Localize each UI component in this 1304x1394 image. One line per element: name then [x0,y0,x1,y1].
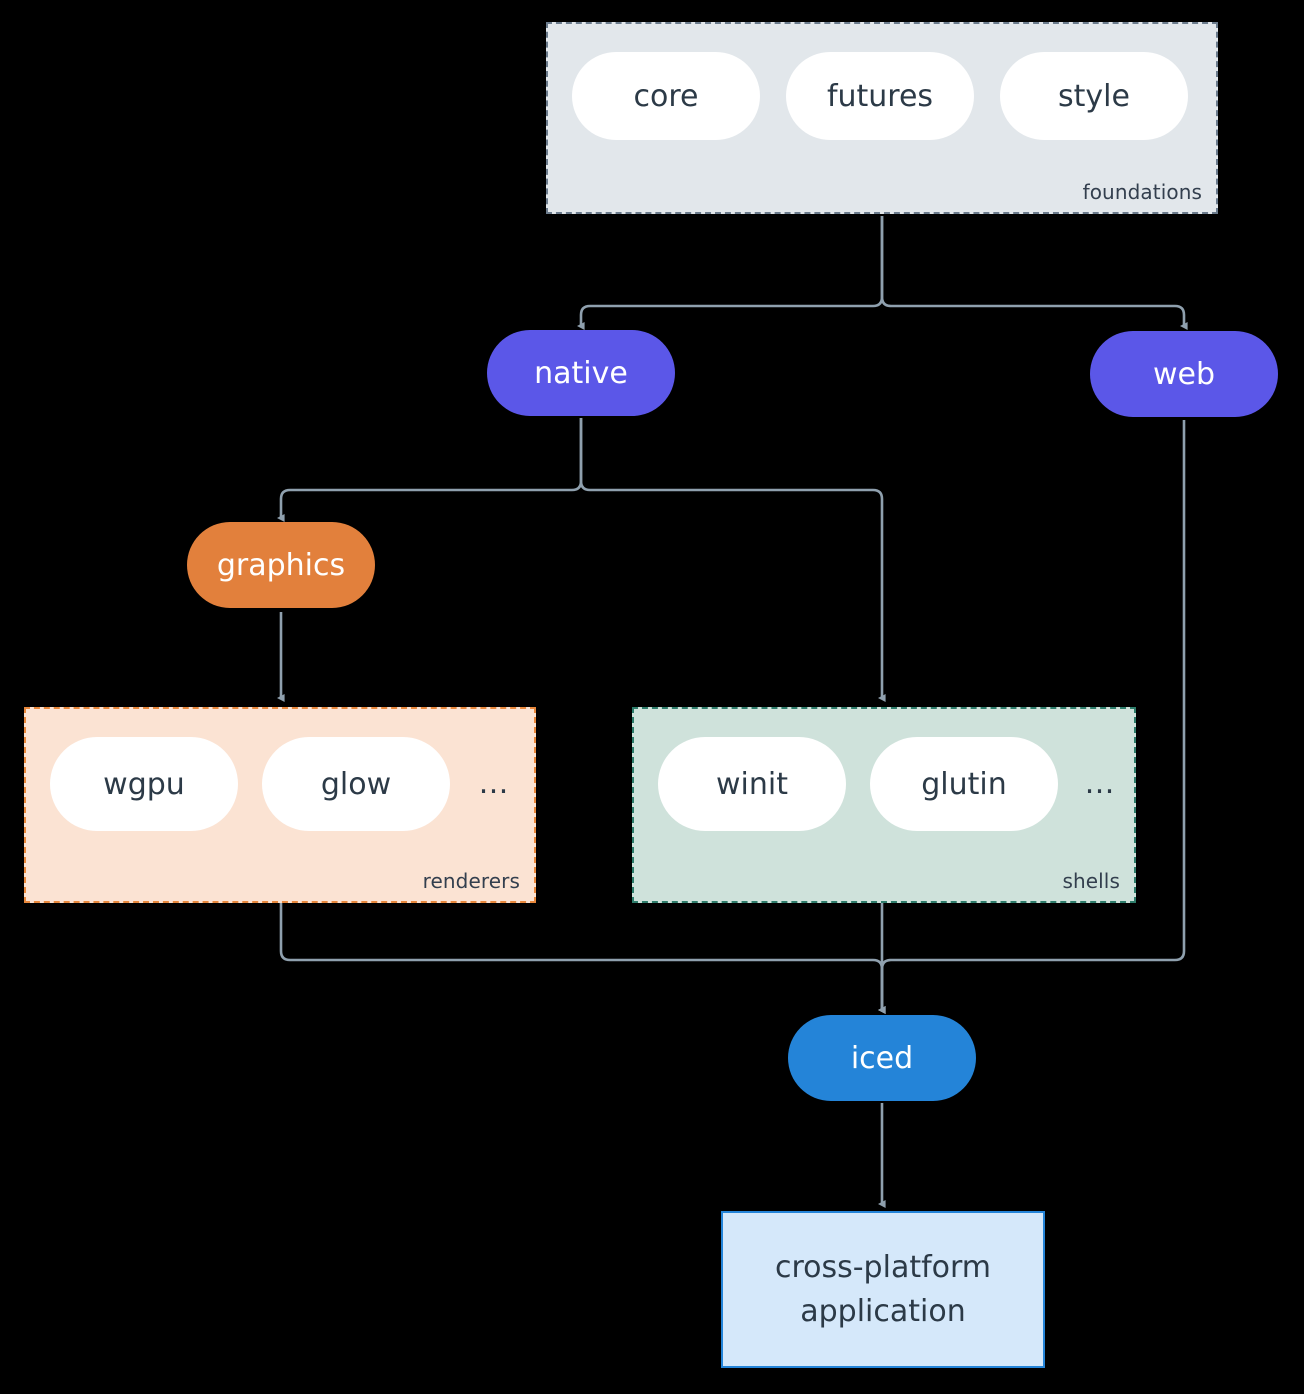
application-line-1: cross-platform [774,1250,992,1285]
group-shells-label: shells [1062,869,1120,893]
renderers-items: wgpu glow … [50,737,514,831]
application-line-2: application [800,1293,966,1329]
edge-renderers-iced [279,903,886,1015]
edge-foundations-native [577,216,884,331]
shells-ellipsis-label: … [1084,766,1116,801]
node-graphics-label: graphics [216,547,346,583]
group-foundations-label: foundations [1082,180,1202,204]
edge-native-shells [579,418,886,703]
pill-glutin[interactable]: glutin [870,737,1058,831]
pill-winit-label: winit [716,766,788,802]
pill-futures[interactable]: futures [786,52,974,140]
pill-glutin-label: glutin [921,766,1007,802]
pill-futures-label: futures [826,78,934,114]
node-iced[interactable]: iced [788,1015,976,1101]
pill-glow[interactable]: glow [262,737,450,831]
group-renderers: wgpu glow … renderers [24,707,536,903]
pill-wgpu-label: wgpu [103,766,185,802]
renderers-ellipsis: … [474,737,514,831]
node-native-label: native [534,355,628,391]
pill-glow-label: glow [320,766,392,802]
node-graphics[interactable]: graphics [187,522,375,608]
edge-foundations-web [880,216,1188,331]
foundations-items: core futures style [572,52,1188,140]
pill-style[interactable]: style [1000,52,1188,140]
group-renderers-label: renderers [422,869,520,893]
shells-items: winit glutin … [658,737,1118,831]
node-application[interactable]: cross-platform application [721,1211,1045,1368]
pill-core[interactable]: core [572,52,760,140]
node-iced-label: iced [850,1040,914,1076]
group-shells: winit glutin … shells [632,707,1136,903]
edge-native-graphics [277,418,583,523]
pill-core-label: core [633,78,699,114]
node-web-label: web [1152,356,1216,392]
pill-style-label: style [1058,78,1130,114]
renderers-ellipsis-label: … [478,766,510,801]
pill-wgpu[interactable]: wgpu [50,737,238,831]
group-foundations: core futures style foundations [546,22,1218,214]
node-native[interactable]: native [487,330,675,416]
shells-ellipsis: … [1082,737,1118,831]
pill-winit[interactable]: winit [658,737,846,831]
node-web[interactable]: web [1090,331,1278,417]
